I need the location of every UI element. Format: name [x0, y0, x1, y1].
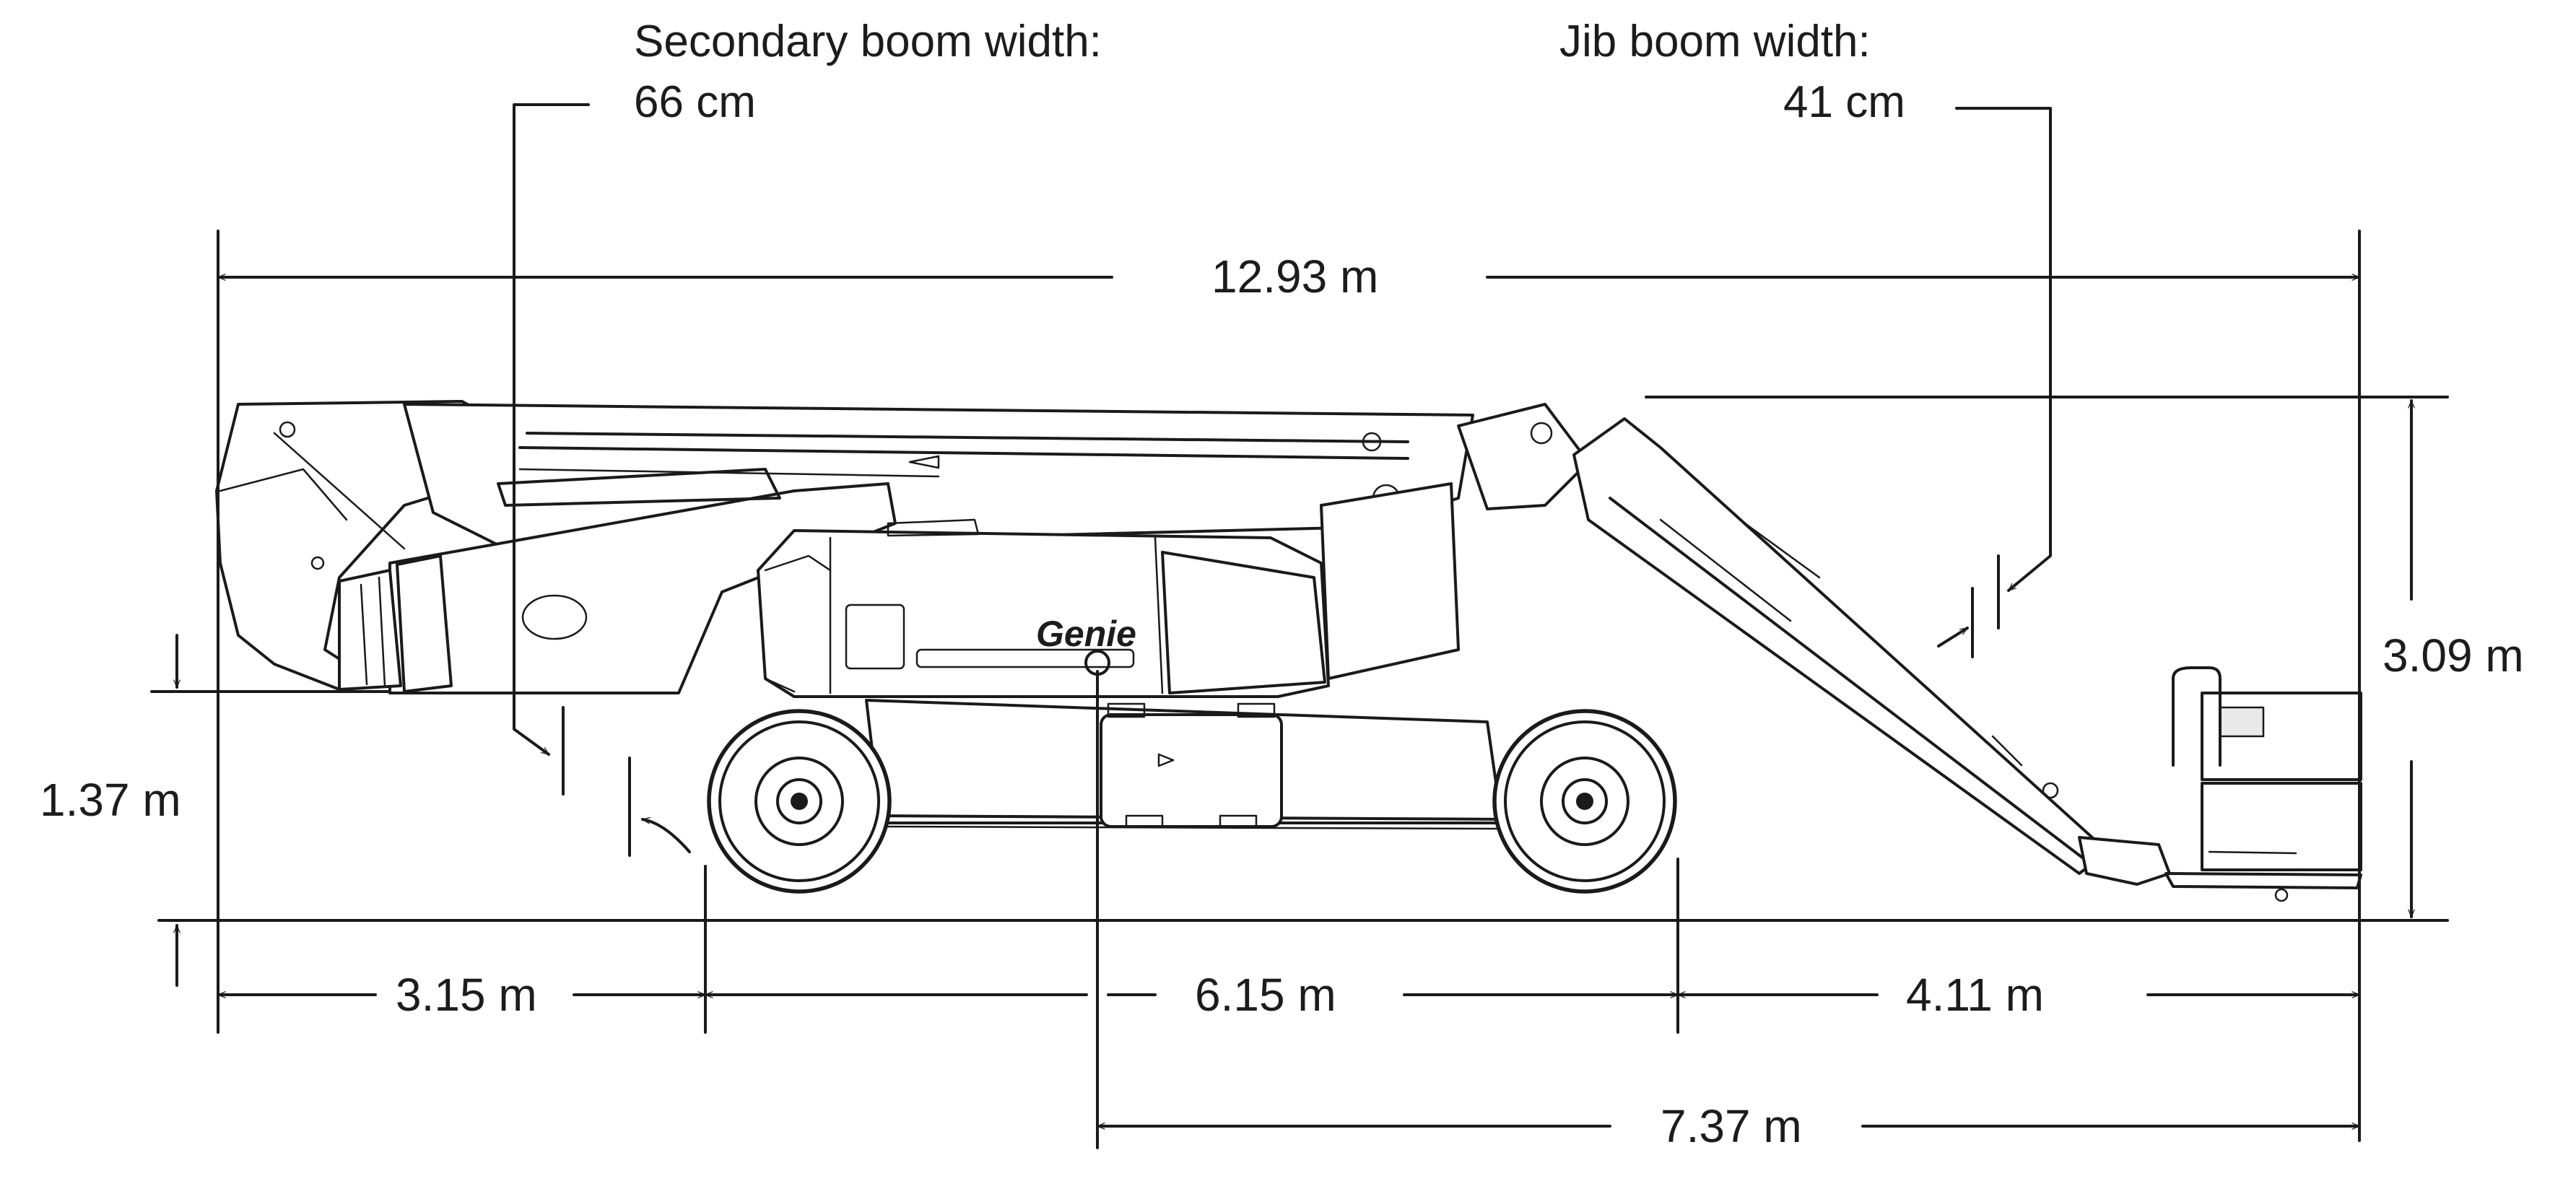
center-to-front-label: 7.37 m: [1661, 1100, 1802, 1152]
clearance-height-label: 1.37 m: [40, 774, 181, 826]
stowed-height-label: 3.09 m: [2383, 629, 2524, 681]
control-box: [845, 603, 905, 670]
jib-boom-title: Jib boom width:: [1559, 17, 1871, 66]
brand-logo: Genie: [1036, 614, 1136, 654]
jib-boom: [1457, 403, 2171, 886]
boom-lift-illustration: Genie: [215, 400, 2362, 902]
basket-box: [2201, 782, 2362, 871]
boom-access-hole: [521, 594, 588, 640]
labels: Secondary boom width: 66 cm Jib boom wid…: [40, 17, 2524, 1152]
secondary-boom-leader: [513, 103, 590, 756]
jib-boom-leader: [1955, 107, 2052, 592]
overall-length-label: 12.93 m: [1211, 250, 1378, 302]
rear-overhang-label: 3.15 m: [396, 969, 537, 1021]
jib-boom-arrow: [1937, 627, 1969, 648]
dimension-lines: [150, 103, 2449, 1149]
secondary-boom-title: Secondary boom width:: [634, 17, 1102, 66]
secondary-boom-arrow: [641, 819, 691, 853]
platform-basket: [2164, 666, 2362, 902]
rear-wheel: [707, 709, 892, 894]
wheelbase-label: 6.15 m: [1195, 969, 1336, 1021]
jib-boom-value: 41 cm: [1783, 77, 1905, 127]
secondary-boom-value: 66 cm: [634, 77, 756, 127]
front-overhang-label: 4.11 m: [1906, 969, 2044, 1021]
drive-box: [1100, 713, 1283, 828]
front-wheel: [1492, 709, 1677, 894]
